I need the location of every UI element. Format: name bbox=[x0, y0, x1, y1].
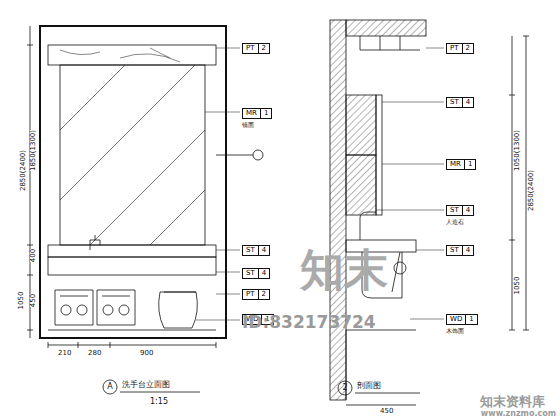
callout-number: 2 bbox=[342, 384, 347, 392]
material-note: 镜面 bbox=[242, 122, 254, 128]
tag-text: MR bbox=[243, 109, 260, 118]
tag-text: 4 bbox=[462, 246, 473, 255]
dimension: 1050(1300) bbox=[515, 129, 522, 170]
dimension: 1050 bbox=[18, 291, 25, 309]
material-tag: PT2 bbox=[242, 289, 270, 300]
material-tag: ST4 bbox=[446, 245, 474, 256]
material-tag: MR1 bbox=[446, 159, 476, 170]
callout-number: A bbox=[107, 383, 112, 391]
watermark: www.znzmo.com bbox=[481, 410, 556, 418]
material-tag: PT2 bbox=[446, 43, 474, 54]
material-tag: ST4 bbox=[446, 205, 474, 216]
tag-text: 4 bbox=[258, 246, 269, 255]
material-tag: MR1 bbox=[242, 108, 272, 119]
tag-text: PT bbox=[243, 44, 258, 53]
watermark: ID:832173724 bbox=[242, 314, 376, 331]
material-tag: ST4 bbox=[242, 268, 270, 279]
tag-text: 1 bbox=[260, 109, 271, 118]
tag-text: ST bbox=[243, 269, 258, 278]
dimension: 450 bbox=[31, 293, 38, 306]
tag-text: 1 bbox=[464, 160, 475, 169]
tag-text: 2 bbox=[462, 44, 473, 53]
material-tag: ST4 bbox=[242, 245, 270, 256]
material-tag: PT2 bbox=[242, 43, 270, 54]
dimension: 400 bbox=[31, 248, 38, 261]
tag-text: PT bbox=[447, 44, 462, 53]
material-note: 人造石 bbox=[446, 219, 464, 225]
tag-text: 4 bbox=[462, 98, 473, 107]
tag-text: ST bbox=[447, 246, 462, 255]
drawing-title: 洗手台立面图 bbox=[122, 381, 170, 389]
dimension: 1850(1300) bbox=[31, 129, 38, 170]
tag-text: MR bbox=[447, 160, 464, 169]
tag-text: 1 bbox=[465, 315, 476, 324]
tag-text: PT bbox=[243, 290, 258, 299]
tag-text: 4 bbox=[462, 206, 473, 215]
watermark: 知末资料库 bbox=[480, 395, 545, 408]
watermark: 知末 bbox=[300, 248, 388, 292]
dimension: 2850(2400) bbox=[529, 169, 536, 210]
tag-text: 2 bbox=[258, 44, 269, 53]
drawing-title: 剖面图 bbox=[357, 382, 381, 390]
dimension: 210 bbox=[58, 350, 71, 357]
scale-note: 1:15 bbox=[150, 398, 168, 406]
dimension: 450 bbox=[380, 408, 393, 415]
tag-text: 2 bbox=[258, 290, 269, 299]
dimension: 1050 bbox=[514, 276, 521, 294]
tag-text: ST bbox=[447, 206, 462, 215]
dimension: 2850(2400) bbox=[21, 149, 28, 190]
dimension: 280 bbox=[88, 350, 101, 357]
tag-text: WD bbox=[447, 315, 465, 324]
tag-text: 4 bbox=[258, 269, 269, 278]
dimension: 900 bbox=[140, 350, 153, 357]
tag-text: ST bbox=[243, 246, 258, 255]
tag-text: ST bbox=[447, 98, 462, 107]
material-note: 木饰面 bbox=[446, 328, 464, 334]
material-tag: WD1 bbox=[446, 314, 478, 325]
material-tag: ST4 bbox=[446, 97, 474, 108]
